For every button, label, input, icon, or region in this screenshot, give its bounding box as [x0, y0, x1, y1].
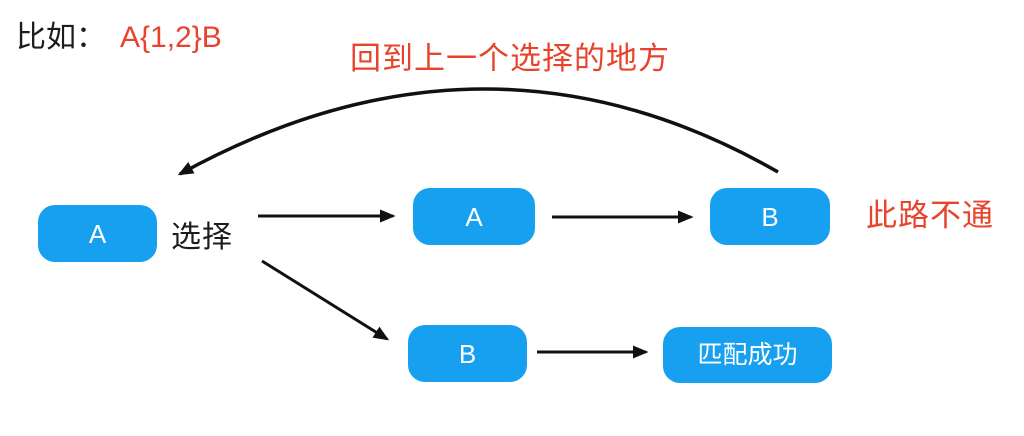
back-arc-arrow — [177, 87, 779, 176]
node-lower-b-label: B — [458, 338, 477, 369]
node-start-a: A — [38, 205, 157, 262]
arrow-choose-to-lower-b — [261, 259, 390, 341]
node-start-a-label: A — [88, 218, 107, 249]
node-upper-a-label: A — [465, 201, 483, 232]
example-label: 比如： — [16, 21, 106, 54]
node-lower-b: B — [408, 325, 527, 382]
back-to-choice-annotation: 回到上一个选择的地方 — [350, 41, 670, 76]
example-header: 比如： A{1,2}B — [16, 12, 222, 56]
node-success: 匹配成功 — [663, 327, 832, 383]
example-pattern: A{1,2}B — [120, 21, 222, 54]
node-upper-b: B — [710, 188, 830, 245]
node-upper-a: A — [413, 188, 535, 245]
dead-end-annotation: 此路不通 — [866, 198, 994, 233]
node-upper-b-label: B — [761, 201, 779, 232]
choose-label: 选择 — [171, 221, 233, 254]
node-success-label: 匹配成功 — [697, 340, 798, 369]
